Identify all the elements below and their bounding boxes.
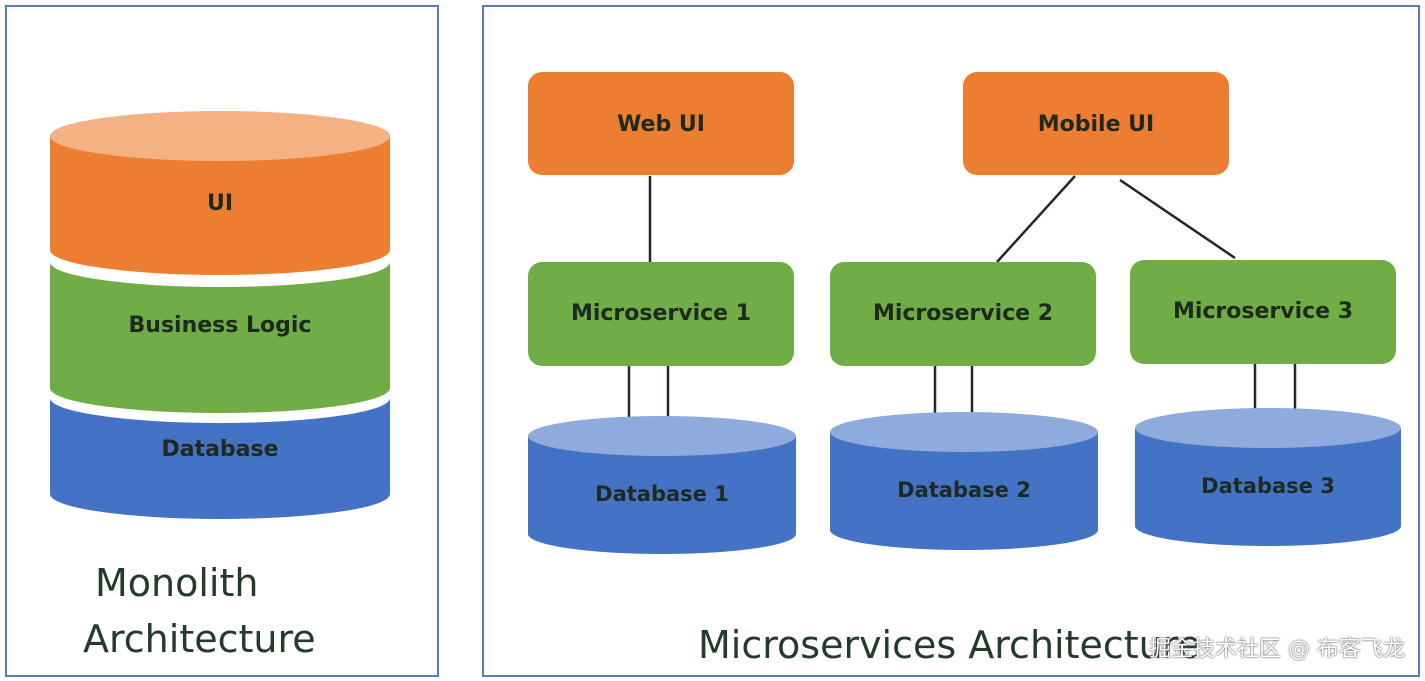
database-2-cylinder bbox=[830, 412, 1098, 550]
microservice-3-label: Microservice 3 bbox=[1172, 299, 1354, 324]
connector-mobileui-ms2 bbox=[996, 175, 1076, 263]
database-1-cylinder bbox=[528, 416, 796, 554]
monolith-business-layer bbox=[50, 262, 390, 413]
monolith-ui-layer bbox=[50, 136, 390, 275]
microservice-2-label: Microservice 2 bbox=[872, 301, 1054, 326]
monolith-database-layer bbox=[50, 398, 390, 519]
monolith-cylinder bbox=[50, 111, 390, 519]
microservice-3-box bbox=[1130, 260, 1396, 364]
microservice-2-box bbox=[830, 262, 1096, 366]
microservices-caption: Microservices Architecture bbox=[698, 623, 1201, 667]
microservice-1-label: Microservice 1 bbox=[570, 301, 752, 326]
mobile-ui-label: Mobile UI bbox=[1037, 112, 1155, 137]
connector-mobileui-ms3 bbox=[1119, 178, 1236, 260]
database-2-label: Database 2 bbox=[897, 478, 1031, 502]
monolith-ui-label: UI bbox=[206, 191, 234, 216]
database-1-label: Database 1 bbox=[595, 482, 729, 506]
monolith-database-label: Database bbox=[161, 437, 279, 462]
monolith-caption-line2: Architecture bbox=[83, 617, 316, 661]
connectors bbox=[627, 175, 1297, 420]
monolith-business-label: Business Logic bbox=[128, 313, 312, 338]
mobile-ui-box bbox=[963, 72, 1229, 175]
microservice-1-box bbox=[528, 262, 794, 366]
web-ui-box bbox=[528, 72, 794, 175]
monolith-caption-line1: Monolith bbox=[95, 561, 259, 605]
monolith-cylinder-top bbox=[50, 111, 390, 161]
database-3-cylinder bbox=[1135, 408, 1401, 546]
watermark: 掘金技术社区 @ 布客飞龙 bbox=[1149, 637, 1405, 662]
database-3-label: Database 3 bbox=[1201, 474, 1335, 498]
web-ui-label: Web UI bbox=[617, 112, 705, 137]
